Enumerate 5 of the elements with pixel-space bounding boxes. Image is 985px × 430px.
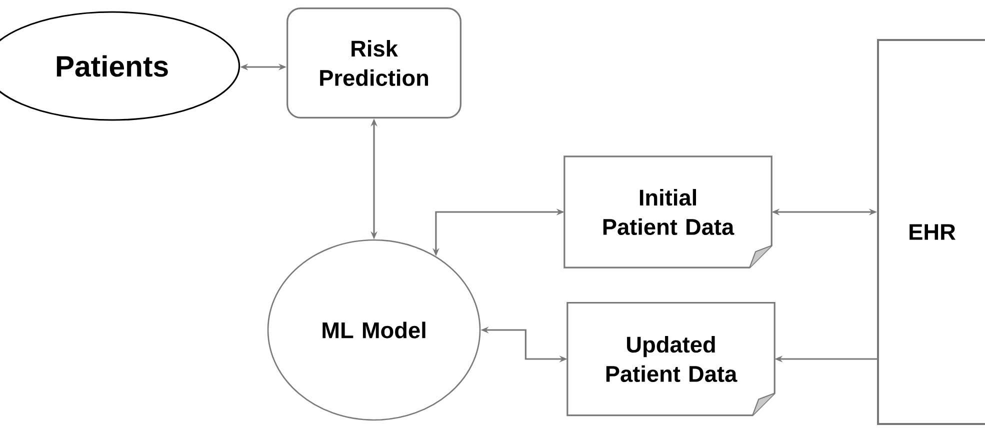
document-box: Updated Patient Data bbox=[566, 302, 776, 416]
process-box: Risk Prediction bbox=[286, 8, 462, 118]
system-box: EHR bbox=[877, 39, 985, 425]
document-box: Initial Patient Data bbox=[564, 156, 772, 268]
circle-node: ML Model bbox=[267, 239, 481, 421]
